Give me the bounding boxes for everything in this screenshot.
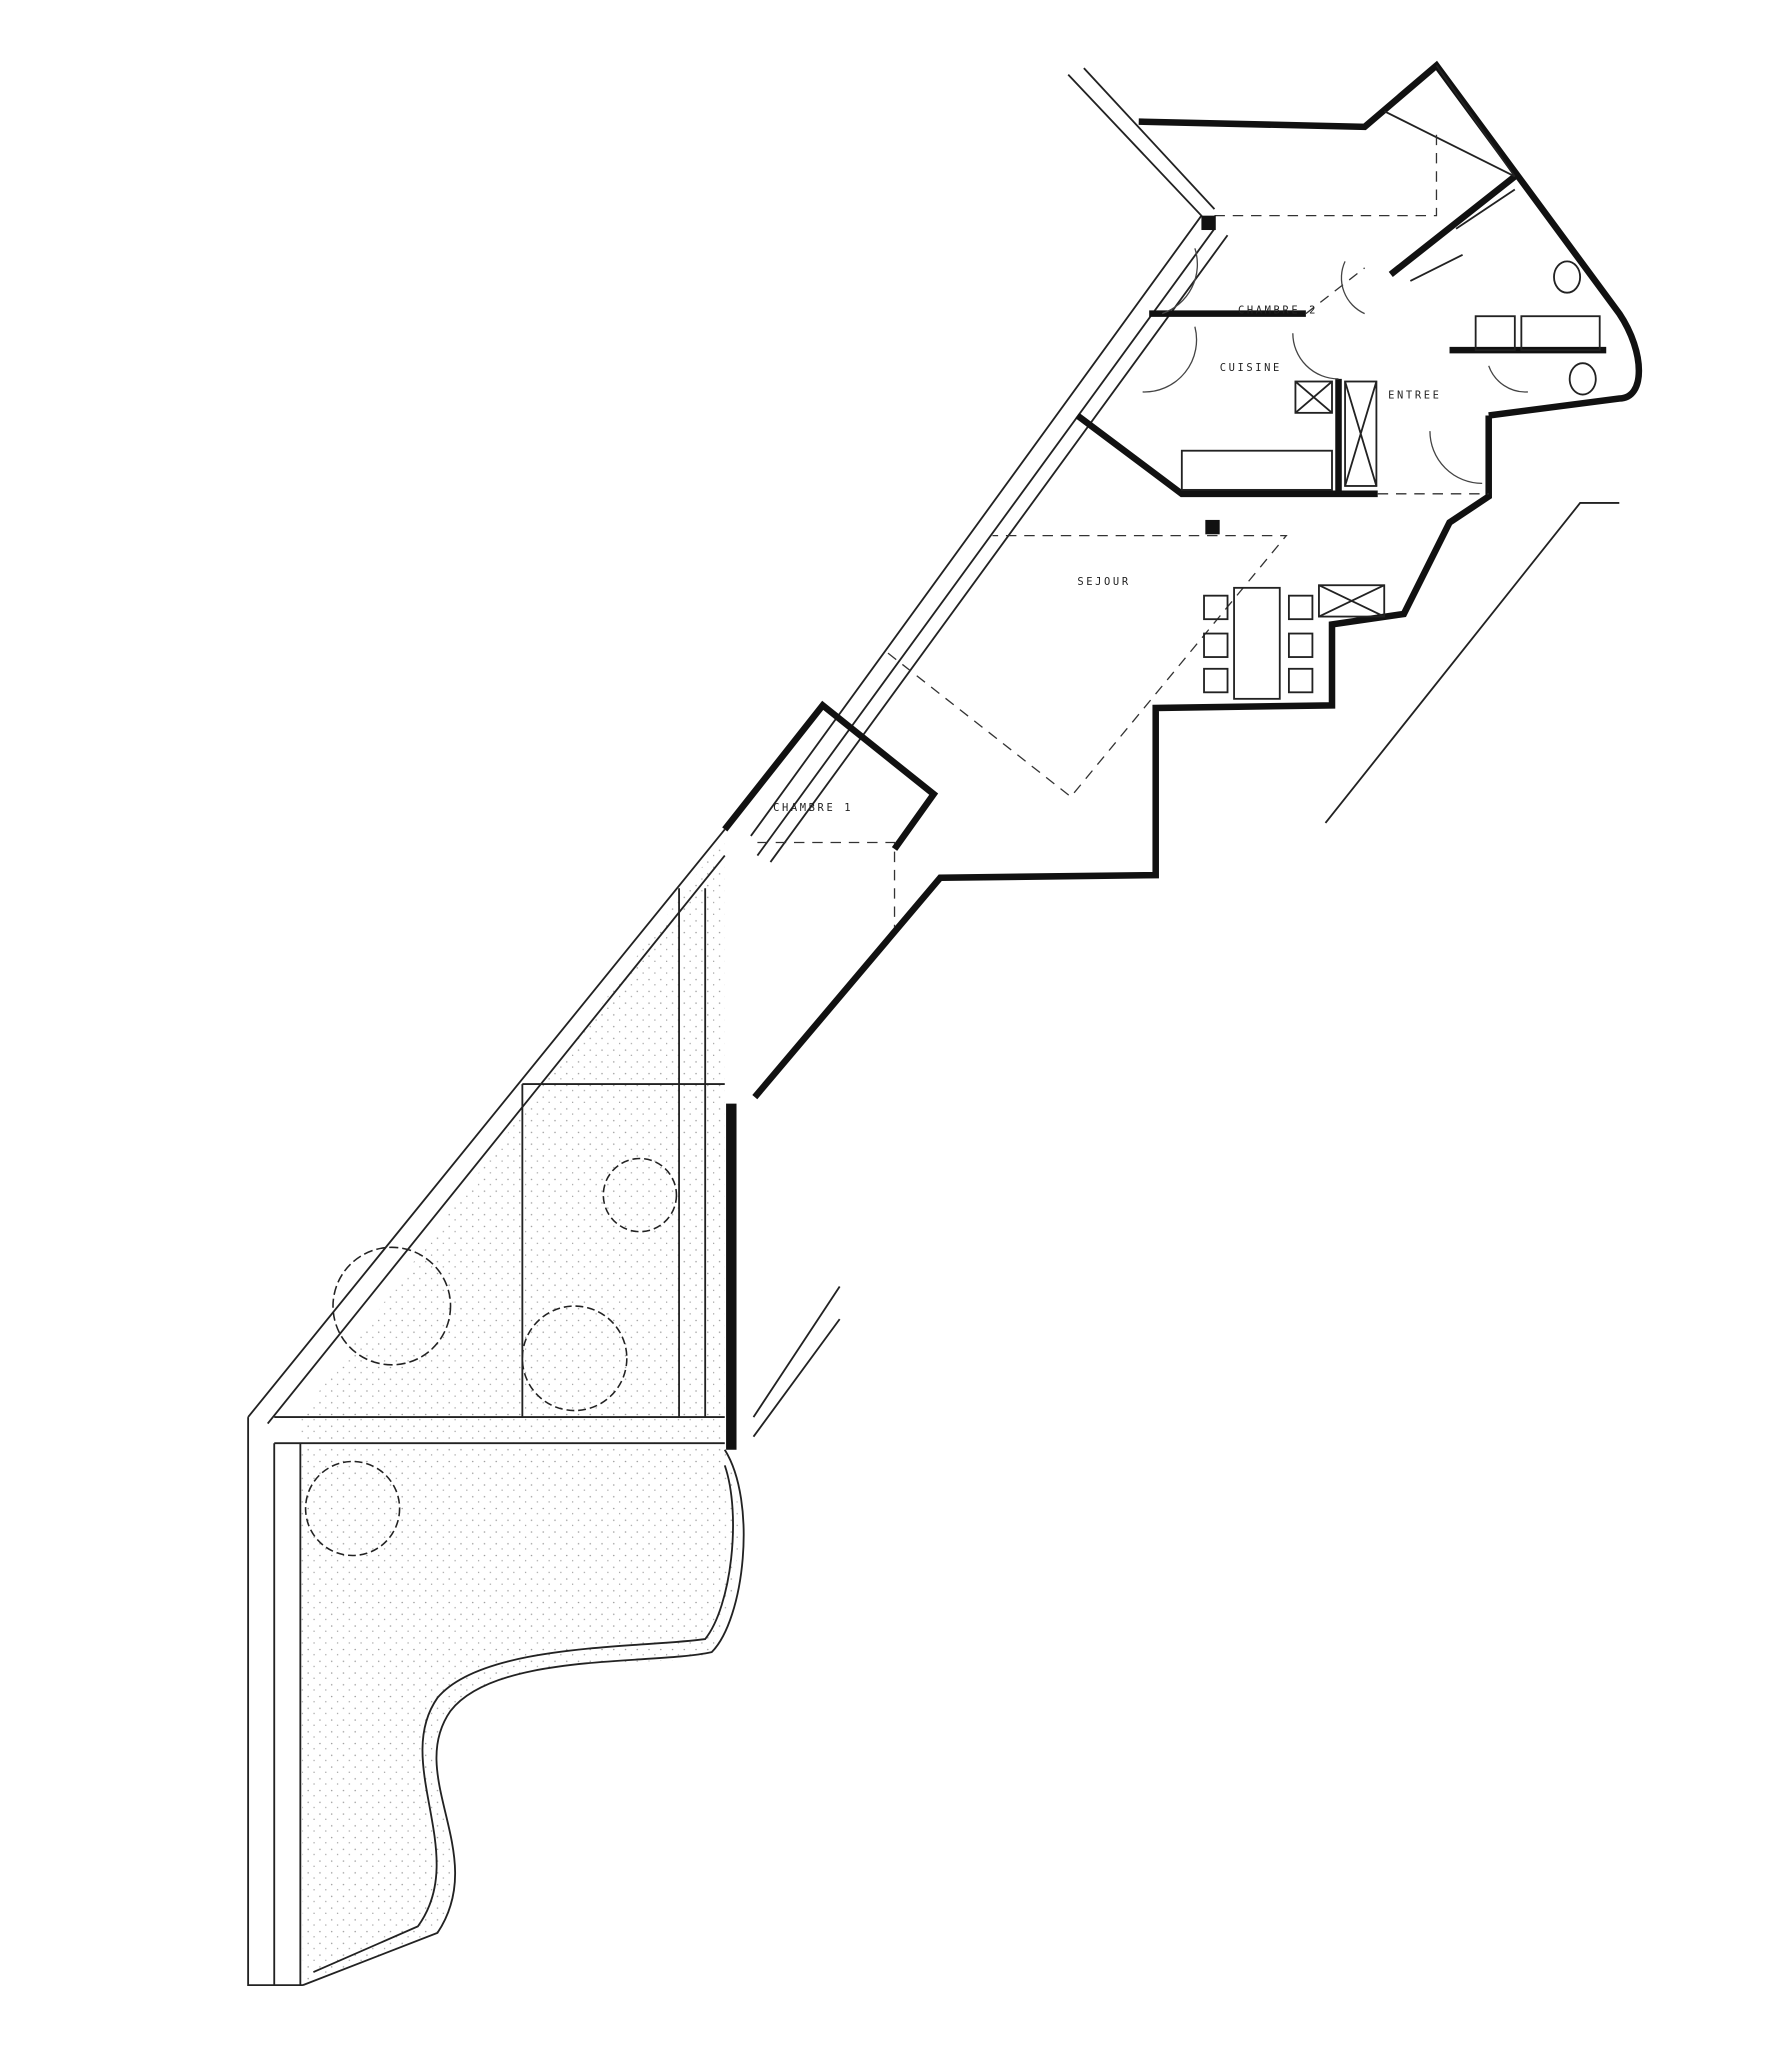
label-entree: ENTREE: [1388, 389, 1441, 401]
label-chambre-1: CHAMBRE 1: [773, 802, 853, 814]
tree-cluster: [304, 1157, 678, 1557]
chairs: [1203, 594, 1314, 694]
column: [1205, 519, 1220, 535]
label-cuisine: CUISINE: [1220, 362, 1282, 374]
fixtures: [1180, 215, 1601, 700]
label-sejour: SEJOUR: [1077, 576, 1130, 588]
label-chambre-2: CHAMBRE 2: [1238, 305, 1318, 317]
ceiling-dashed-lines: [757, 130, 1489, 928]
column: [1201, 215, 1216, 231]
room-labels: CHAMBRE 2 CUISINE ENTREE SEJOUR CHAMBRE …: [773, 305, 1441, 815]
garden: [247, 828, 745, 1987]
doors: [1142, 248, 1528, 485]
dining-table: [1233, 586, 1281, 700]
